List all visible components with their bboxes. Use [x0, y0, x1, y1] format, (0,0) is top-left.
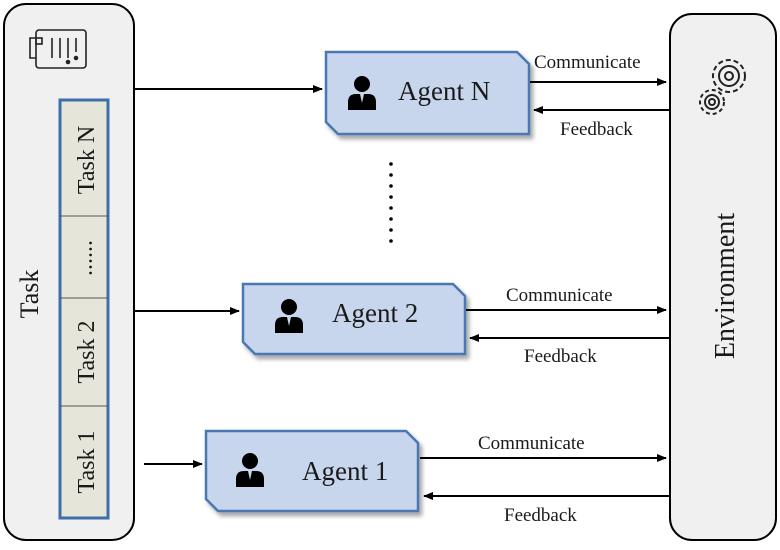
agent-ellipsis	[389, 162, 393, 243]
agent-1-feedback-label: Feedback	[504, 505, 577, 526]
agent-n: Agent N	[324, 50, 531, 136]
gears-icon	[699, 59, 746, 115]
agent-2: Agent 2	[241, 282, 467, 356]
subtask-task-1: Task 1	[74, 431, 100, 494]
agent-n-communicate-label: Communicate	[534, 52, 641, 73]
agent-2-communicate-label: Communicate	[506, 285, 613, 306]
task-panel: Task Task N ...... Task 2 Task 1	[3, 3, 135, 541]
agent-2-label: Agent 2	[332, 298, 418, 328]
subtask-task-n: Task N	[74, 126, 100, 194]
agent-n-feedback-label: Feedback	[560, 119, 633, 140]
agent-n-label: Agent N	[398, 76, 490, 106]
task-panel-label: Task	[15, 270, 44, 319]
clipboard-icon	[29, 29, 87, 69]
agent-2-feedback-label: Feedback	[524, 346, 597, 367]
person-icon	[348, 76, 376, 110]
agent-1-communicate-label: Communicate	[478, 433, 585, 454]
person-icon	[236, 453, 264, 487]
subtask-task-2: Task 2	[74, 321, 100, 384]
agent-1-label: Agent 1	[302, 456, 388, 486]
person-icon	[275, 299, 303, 333]
environment-panel-label: Environment	[710, 213, 741, 359]
environment-panel: Environment	[669, 13, 777, 541]
subtask-ellipsis: ......	[72, 240, 98, 276]
agent-1: Agent 1	[204, 429, 420, 513]
